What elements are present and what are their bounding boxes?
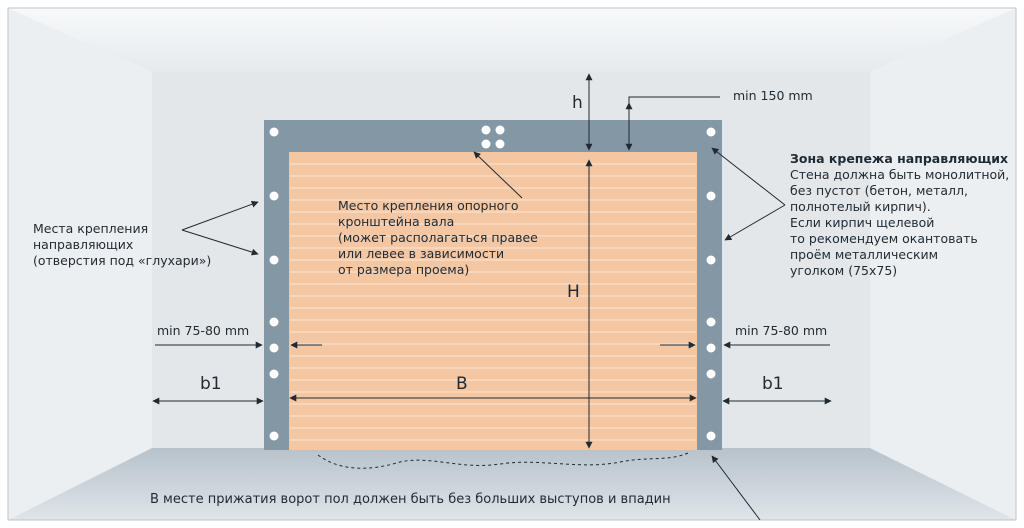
- mount-zone-title: Зона крепежа направляющих: [790, 151, 1009, 166]
- hole: [706, 317, 716, 327]
- guide-mounts-line: (отверстия под «глухари»): [33, 253, 212, 268]
- mount-zone-line: уголком (75x75): [790, 263, 898, 278]
- ceiling: [8, 8, 1016, 72]
- hole: [706, 127, 716, 137]
- floor-note: В месте прижатия ворот пол должен быть б…: [150, 492, 671, 507]
- min150-leader: [625, 96, 720, 151]
- H-label: H: [567, 282, 580, 302]
- left-wall: [8, 8, 152, 520]
- hole: [269, 317, 279, 327]
- mount-zone-text: Зона крепежа направляющих Стена должна б…: [790, 151, 1009, 279]
- shaft-bracket-line: (может располагаться правее: [338, 230, 538, 245]
- hole: [706, 369, 716, 379]
- right-wall: [870, 8, 1016, 520]
- b1-right-label: b1: [762, 374, 784, 394]
- hole: [481, 139, 491, 149]
- zone-leader-1: [711, 147, 786, 206]
- mount-zone-line: Стена должна быть монолитной,: [790, 167, 1010, 182]
- guide-leader-1: [181, 200, 259, 231]
- shaft-bracket-line: Место крепления опорного: [338, 198, 519, 213]
- hole: [706, 255, 716, 265]
- hole: [495, 139, 505, 149]
- floor: [8, 448, 1016, 520]
- door-panel: [289, 152, 697, 450]
- min150-label: min 150 mm: [733, 88, 813, 103]
- zone-leader-2: [724, 204, 786, 241]
- guide-mounts-line: направляющих: [33, 237, 134, 252]
- hole: [706, 431, 716, 441]
- mount-zone-line: то рекомендуем окантовать: [790, 231, 978, 246]
- guide-leader-2: [181, 229, 259, 256]
- b1-left-label: b1: [200, 374, 222, 394]
- hole: [269, 369, 279, 379]
- B-label: B: [456, 374, 468, 394]
- min-left-label: min 75-80 mm: [157, 323, 250, 338]
- image-border: [7, 7, 1017, 521]
- mount-zone-line: Если кирпич щелевой: [790, 215, 935, 230]
- floor-leader: [711, 455, 761, 521]
- hole: [269, 343, 279, 353]
- min-right-label: min 75-80 mm: [735, 323, 828, 338]
- mounting-holes: [269, 125, 716, 441]
- door-slats: [290, 163, 696, 441]
- hole: [269, 431, 279, 441]
- hole: [481, 125, 491, 135]
- h-label: h: [572, 93, 583, 113]
- shaft-bracket-line: от размера проема): [338, 262, 470, 277]
- hole: [706, 191, 716, 201]
- guide-mounts-line: Места крепления: [33, 221, 149, 236]
- mount-zone-line: без пустот (бетон, металл,: [790, 183, 968, 198]
- hole: [269, 255, 279, 265]
- hole: [495, 125, 505, 135]
- hole: [269, 191, 279, 201]
- hole: [706, 343, 716, 353]
- guide-mounts-text: Места крепления направляющих (отверстия …: [33, 221, 211, 269]
- shaft-leader: [473, 151, 523, 199]
- shaft-bracket-line: или левее в зависимости: [338, 246, 505, 261]
- shaft-bracket-line: кронштейна вала: [338, 214, 455, 229]
- shaft-bracket-text: Место крепления опорного кронштейна вала…: [338, 198, 538, 278]
- hole: [269, 127, 279, 137]
- mount-zone-line: полнотелый кирпич).: [790, 199, 931, 214]
- mount-zone-line: проём металлическим: [790, 247, 939, 262]
